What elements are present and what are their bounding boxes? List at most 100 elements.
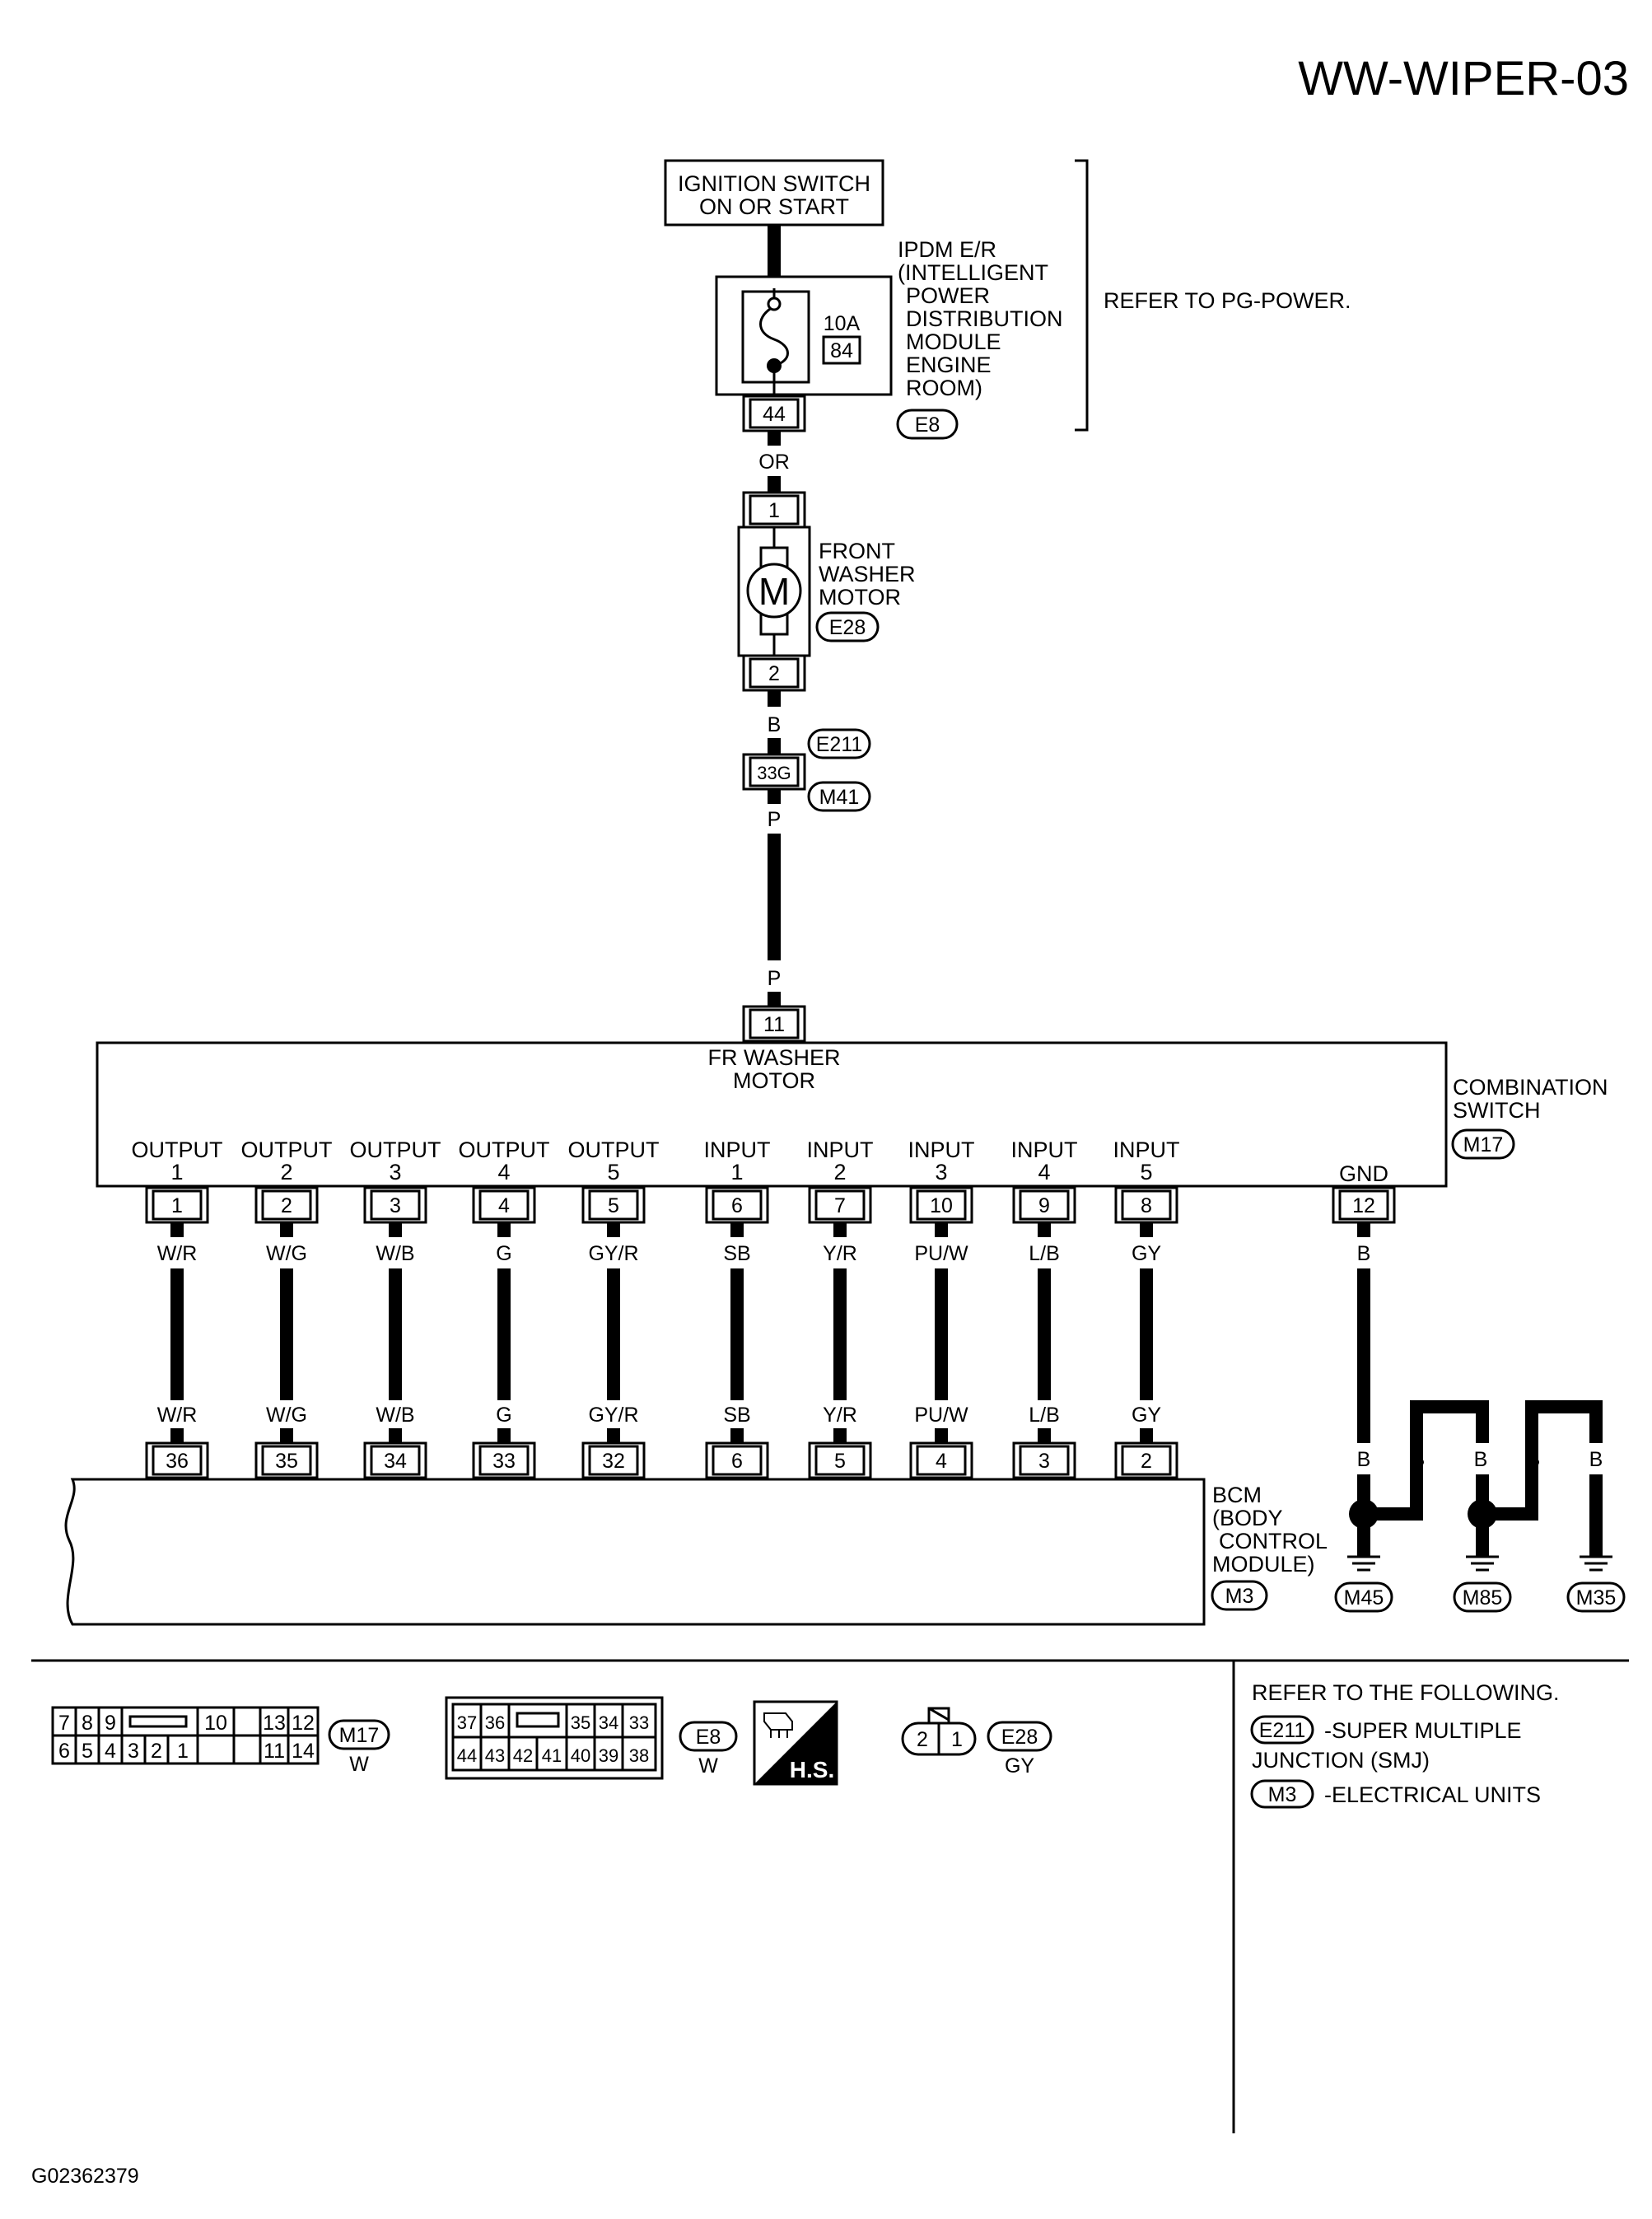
ipdm-label-1: IPDM E/R bbox=[898, 237, 996, 262]
channel-8-switch-pin-number: 10 bbox=[930, 1194, 953, 1217]
svg-text:36: 36 bbox=[485, 1712, 505, 1733]
channel-7-wire-color-bottom: Y/R bbox=[823, 1404, 857, 1427]
svg-text:12: 12 bbox=[292, 1712, 315, 1735]
svg-text:W: W bbox=[349, 1753, 369, 1776]
svg-text:M3: M3 bbox=[1268, 1783, 1297, 1806]
svg-text:E211: E211 bbox=[1259, 1719, 1306, 1742]
svg-text:7: 7 bbox=[58, 1712, 70, 1735]
channel-1-bcm-pin: 36 bbox=[145, 1441, 209, 1479]
legend-item-e211: E211 -SUPER MULTIPLE JUNCTION (SMJ) bbox=[1250, 1715, 1522, 1773]
ipdm-label-7: ROOM) bbox=[906, 376, 982, 400]
svg-text:M17: M17 bbox=[339, 1724, 380, 1747]
channel-1-wire-color-bottom: W/R bbox=[157, 1404, 198, 1427]
channel-7-bcm-pin-number: 5 bbox=[834, 1450, 846, 1473]
channel-5-bcm-pin-number: 32 bbox=[602, 1450, 625, 1473]
channel-5-bcm-pin-inner bbox=[588, 1445, 639, 1476]
svg-text:8: 8 bbox=[82, 1712, 93, 1735]
svg-text:41: 41 bbox=[542, 1745, 562, 1766]
channel-4-switch-pin-inner bbox=[478, 1189, 530, 1221]
channel-10-switch-number: 5 bbox=[1140, 1160, 1152, 1184]
motor-connector-badge: E28 bbox=[815, 611, 880, 642]
channel-2-switch-pin-number: 2 bbox=[281, 1194, 292, 1217]
channel-8-switch-pin: 10 bbox=[909, 1186, 973, 1224]
channel-1-bcm-pin-number: 36 bbox=[166, 1450, 189, 1473]
channel-3-bcm-pin-number: 34 bbox=[384, 1450, 407, 1473]
channel-10-wire-color-bottom: GY bbox=[1132, 1404, 1161, 1427]
fuse-amp-label: 10A bbox=[824, 312, 861, 335]
channel-6-switch-pin-inner bbox=[712, 1189, 763, 1221]
svg-text:1: 1 bbox=[951, 1728, 963, 1751]
ipdm-label-4: DISTRIBUTION bbox=[906, 306, 1063, 331]
switch-connector-badge: M17 bbox=[1451, 1128, 1515, 1160]
motor-pin-2: 2 bbox=[742, 654, 806, 692]
channel-7-bcm-pin: 5 bbox=[808, 1441, 872, 1479]
junction-badge-m41: M41 bbox=[807, 781, 871, 812]
channel-3-wire-color-bottom: W/B bbox=[376, 1404, 414, 1427]
channel-3-switch-number: 3 bbox=[389, 1160, 401, 1184]
channel-6-switch-label: INPUT bbox=[704, 1138, 771, 1162]
svg-text:3: 3 bbox=[128, 1740, 139, 1763]
svg-text:M17: M17 bbox=[1463, 1133, 1504, 1156]
channel-9-switch-pin: 9 bbox=[1012, 1186, 1076, 1224]
channel-3-switch-pin-number: 3 bbox=[390, 1194, 401, 1217]
gnd-bridge-label-2: B bbox=[1474, 1448, 1488, 1471]
channel-3-wire-color-top: W/B bbox=[376, 1242, 414, 1265]
svg-text:M3: M3 bbox=[1225, 1585, 1254, 1608]
svg-text:6: 6 bbox=[58, 1740, 70, 1763]
gnd-bridge-label-1: B bbox=[1412, 1448, 1426, 1471]
svg-text:44: 44 bbox=[457, 1745, 477, 1766]
svg-text:14: 14 bbox=[292, 1740, 315, 1763]
switch-pin-11: 11 bbox=[742, 1005, 806, 1043]
svg-text:W: W bbox=[698, 1754, 718, 1778]
channel-8-bcm-pin: 4 bbox=[909, 1441, 973, 1479]
svg-text:38: 38 bbox=[629, 1745, 649, 1766]
legend-heading: REFER TO THE FOLLOWING. bbox=[1252, 1680, 1560, 1705]
svg-text:9: 9 bbox=[105, 1712, 116, 1735]
gnd-wire-color-top: B bbox=[1357, 1242, 1371, 1265]
switch-name-1: COMBINATION bbox=[1453, 1075, 1608, 1100]
gnd-bridge-2 bbox=[1482, 1400, 1603, 1521]
fuse-number: 84 bbox=[830, 339, 853, 362]
ground-symbol-m45: M45 bbox=[1334, 1555, 1393, 1613]
ground-symbol-m85: M85 bbox=[1453, 1555, 1512, 1613]
channel-9-wire-color-top: L/B bbox=[1029, 1242, 1060, 1265]
channel-6-wire-color-top: SB bbox=[723, 1242, 750, 1265]
channel-9-switch-number: 4 bbox=[1038, 1160, 1050, 1184]
svg-text:33: 33 bbox=[629, 1712, 649, 1733]
svg-text:JUNCTION (SMJ): JUNCTION (SMJ) bbox=[1252, 1748, 1430, 1773]
switch-header-1: FR WASHER bbox=[708, 1045, 841, 1070]
svg-text:1: 1 bbox=[768, 499, 780, 522]
connector-face-m17: 7 8 9 10 13 12 6 5 4 3 2 1 11 14 bbox=[51, 1706, 320, 1765]
svg-text:11: 11 bbox=[763, 1013, 785, 1036]
channel-3-switch-label: OUTPUT bbox=[350, 1138, 441, 1162]
svg-text:10: 10 bbox=[204, 1712, 227, 1735]
channel-10-wire-color-top: GY bbox=[1132, 1242, 1161, 1265]
legend-item-m3: M3 -ELECTRICAL UNITS bbox=[1250, 1779, 1541, 1809]
svg-text:4: 4 bbox=[105, 1740, 116, 1763]
hs-connector-icon: H.S. bbox=[753, 1700, 838, 1786]
channel-10-bcm-pin: 2 bbox=[1114, 1441, 1178, 1479]
svg-text:11: 11 bbox=[264, 1740, 285, 1763]
switch-pin-12: 12 bbox=[1332, 1186, 1396, 1224]
svg-text:2: 2 bbox=[917, 1728, 928, 1751]
channel-6-bcm-pin-number: 6 bbox=[731, 1450, 743, 1473]
channel-1-switch-pin: 1 bbox=[145, 1186, 209, 1224]
bcm-label-1: BCM bbox=[1212, 1483, 1262, 1507]
channel-4-bcm-pin-number: 33 bbox=[492, 1450, 516, 1473]
ignition-switch-label-1: IGNITION SWITCH bbox=[678, 171, 870, 196]
ignition-switch-label-2: ON OR START bbox=[699, 194, 849, 219]
wire-color-p-bottom: P bbox=[768, 967, 782, 990]
channel-5-switch-pin: 5 bbox=[581, 1186, 646, 1224]
channel-4-bcm-pin: 33 bbox=[472, 1441, 536, 1479]
gnd-bridge-label-4: B bbox=[1589, 1448, 1603, 1471]
fuse-terminal-top bbox=[767, 297, 782, 311]
channel-1-switch-pin-number: 1 bbox=[171, 1194, 183, 1217]
motor-pin-1: 1 bbox=[742, 491, 806, 529]
channel-7-bcm-pin-inner bbox=[814, 1445, 866, 1476]
channel-8-switch-label: INPUT bbox=[908, 1138, 975, 1162]
channel-5-wire-color-bottom: GY/R bbox=[588, 1404, 638, 1427]
svg-text:-ELECTRICAL UNITS: -ELECTRICAL UNITS bbox=[1324, 1782, 1541, 1807]
channel-5-switch-pin-number: 5 bbox=[608, 1194, 619, 1217]
channel-10-switch-pin: 8 bbox=[1114, 1186, 1178, 1224]
motor-label-3: MOTOR bbox=[819, 585, 901, 610]
